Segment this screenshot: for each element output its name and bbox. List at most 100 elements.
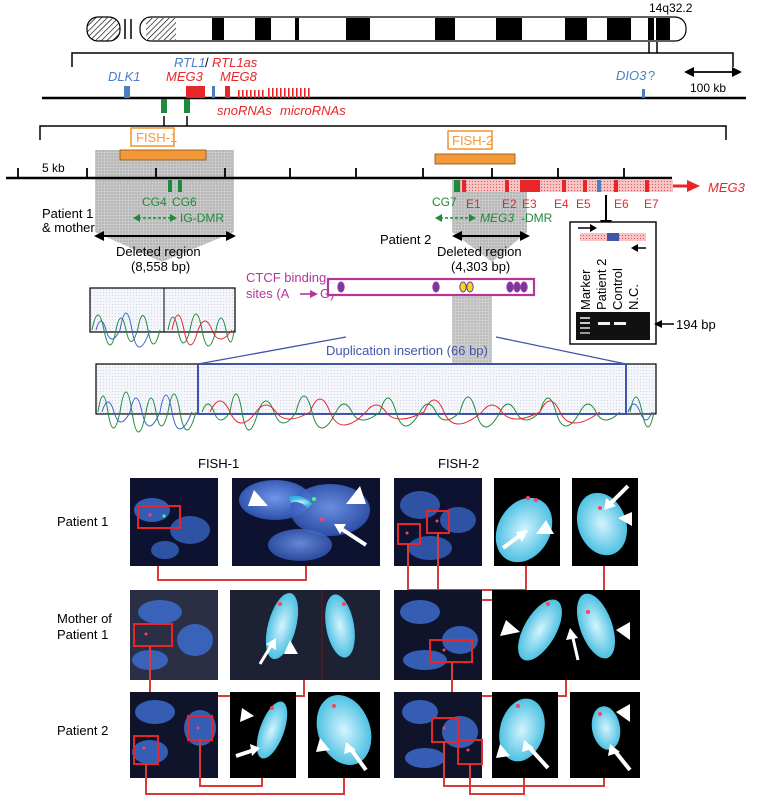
deleted-region-1-size: (8,558 bp) xyxy=(131,259,190,274)
fish-p1-fish2-zoom-a xyxy=(494,478,560,566)
gene-label-slash: / xyxy=(205,55,209,70)
exon-label-e2: E2 xyxy=(502,197,517,211)
exon-e3 xyxy=(520,180,540,192)
band-label: 14q32.2 xyxy=(649,1,693,15)
exon-label-e4: E4 xyxy=(554,197,569,211)
fish-mother-fish2-overview xyxy=(394,590,482,680)
deleted-region-1-label: Deleted region xyxy=(116,244,201,259)
ig-dmr-mark xyxy=(161,99,167,113)
fish-mother-fish1-overview xyxy=(130,590,218,680)
exon-e2 xyxy=(505,180,509,192)
zoom-region: FISH-1 FISH-2 5 kb xyxy=(6,127,746,364)
gel-band-size: 194 bp xyxy=(676,317,716,332)
fish-row-mother-line1: Mother of xyxy=(57,611,112,626)
scale-bar-100kb: 100 kb xyxy=(684,67,742,95)
gel-lane-control: Control xyxy=(610,268,625,310)
exon-e4 xyxy=(562,180,566,192)
fish-mother-fish1-zoom xyxy=(230,590,380,680)
meg3-dmr-suffix-label: -DMR xyxy=(521,211,553,225)
cg4-mark xyxy=(168,180,172,192)
deleted-region-2-size: (4,303 bp) xyxy=(451,259,510,274)
fish1-label-box xyxy=(130,127,175,147)
scale-5kb-label: 5 kb xyxy=(42,161,65,175)
pcr-site-mark xyxy=(597,180,601,192)
exon-e5 xyxy=(583,180,587,192)
exon-e1 xyxy=(462,180,466,192)
deletion-2-shade xyxy=(452,180,527,262)
gene-label-dio3: DIO3 xyxy=(616,68,647,83)
meg8-gene xyxy=(225,86,230,98)
chromosome-ideogram: 14q32.2 xyxy=(86,1,693,42)
gel-lane-patient2: Patient 2 xyxy=(594,259,609,310)
fish-p1-fish1-zoom xyxy=(232,478,380,566)
gene-label-rtl1: RTL1 xyxy=(174,55,206,70)
cg7-label: CG7 xyxy=(432,195,457,209)
fish-p2-fish2-zoom-b xyxy=(570,692,640,778)
cg6-mark xyxy=(178,180,182,192)
cg7-mark xyxy=(454,180,460,192)
exon-label-e6: E6 xyxy=(614,197,629,211)
fish2-label-box xyxy=(447,130,493,150)
exon-label-e1: E1 xyxy=(466,197,481,211)
fish-section: FISH-1 FISH-2 Patient 1 Mother of Patien… xyxy=(57,456,640,795)
patient1-label-line2: & mother xyxy=(42,220,95,235)
gene-label-meg3: MEG3 xyxy=(166,69,204,84)
meg3-gene xyxy=(186,86,205,98)
fish-mother-fish2-zoom xyxy=(492,590,640,680)
deletion-annotations: Patient 1 & mother Deleted region (8,558… xyxy=(42,206,530,274)
fish2-label: FISH-2 xyxy=(452,133,493,148)
duplication-chromatogram: Duplication insertion (66 bp) xyxy=(95,336,657,433)
dlk1-gene xyxy=(124,86,130,98)
fish-p1-fish1-overview xyxy=(130,478,218,566)
snorna-cluster xyxy=(238,90,264,98)
fish1-label: FISH-1 xyxy=(136,130,177,145)
fish-row-mother-line2: Patient 1 xyxy=(57,627,108,642)
imprinted-locus: DLK1 RTL1 / RTL1as MEG3 MEG8 DIO3 ? snoR… xyxy=(42,55,746,118)
fish-p2-fish2-overview xyxy=(394,692,483,778)
dio3-gene xyxy=(642,89,645,98)
exon-label-e5: E5 xyxy=(576,197,591,211)
exon-e6 xyxy=(614,180,618,192)
duplication-label: Duplication insertion (66 bp) xyxy=(326,343,488,358)
fish-p1-fish2-zoom-b xyxy=(572,478,638,566)
gel-lane-marker: Marker xyxy=(578,269,593,310)
fish-p2-fish1-zoom-a xyxy=(230,692,296,778)
gene-label-dlk1: DLK1 xyxy=(108,69,141,84)
fish-p2-links xyxy=(145,740,605,795)
fish-row-patient2: Patient 2 xyxy=(57,723,108,738)
scale-100kb-label: 100 kb xyxy=(690,81,726,95)
rtl1-gene xyxy=(212,86,215,98)
microrna-cluster xyxy=(268,88,310,98)
exon-label-e3: E3 xyxy=(522,197,537,211)
fish-p2-fish2-zoom-a xyxy=(492,692,558,778)
gel-image xyxy=(576,312,650,340)
gene-label-rtl1as: RTL1as xyxy=(212,55,258,70)
ctcf-label-line1: CTCF binding xyxy=(246,270,326,285)
zoom-ticks xyxy=(17,168,625,178)
fish-col1-header: FISH-1 xyxy=(198,456,239,471)
snorna-label: snoRNAs xyxy=(217,103,272,118)
gel-lane-nc: N.C. xyxy=(626,284,641,310)
meg3-dmr-gene-label: MEG3 xyxy=(480,211,514,225)
fish2-probe xyxy=(434,153,516,165)
exon-e7 xyxy=(645,180,649,192)
fish-p2-fish1-overview xyxy=(130,692,218,778)
rtpcr-gel-panel: Marker Patient 2 Control N.C. 194 bp xyxy=(569,195,716,345)
deleted-region-2-label: Deleted region xyxy=(437,244,522,259)
fish1-probe xyxy=(119,149,207,161)
ideogram-bracket xyxy=(71,42,734,67)
meg3-transcript xyxy=(461,180,673,192)
gene-label-meg8: MEG8 xyxy=(220,69,258,84)
fish-p2-fish1-zoom-b xyxy=(308,692,380,778)
locus-bracket xyxy=(39,116,727,140)
microrna-label: microRNAs xyxy=(280,103,346,118)
ig-dmr-label: IG-DMR xyxy=(180,211,224,225)
cg6-label: CG6 xyxy=(172,195,197,209)
exon-label-e7: E7 xyxy=(644,197,659,211)
duplication-pointer xyxy=(452,296,492,364)
fish-row-patient1: Patient 1 xyxy=(57,514,108,529)
patient2-label: Patient 2 xyxy=(380,232,431,247)
ctcf-label-line2a: sites (A xyxy=(246,286,290,301)
fish-col2-header: FISH-2 xyxy=(438,456,479,471)
chromatogram-1 xyxy=(89,287,236,348)
